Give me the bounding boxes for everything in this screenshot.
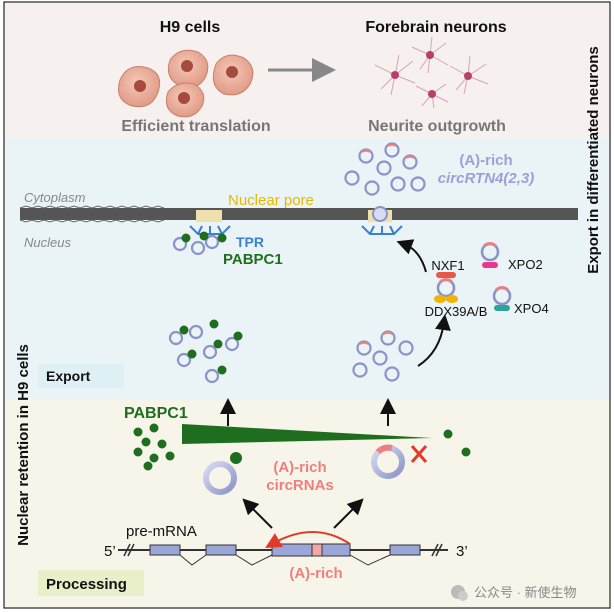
pabpc1-pore-label: PABPC1	[223, 251, 283, 268]
xpo2-label: XPO2	[508, 257, 543, 272]
xpo2-complex-circrna	[480, 242, 500, 268]
export-tag-bg	[38, 364, 124, 388]
h9-cells-title: H9 cells	[160, 19, 221, 36]
middle-panel	[5, 138, 609, 400]
nucleus-label: Nucleus	[24, 235, 71, 250]
neuron-1	[374, 54, 416, 96]
five-prime-label: 5’	[104, 543, 116, 560]
no-binding-cross-icon	[410, 445, 428, 463]
h9-cell-illustrations	[118, 49, 254, 118]
retained-circrna-cluster	[172, 231, 227, 256]
nuclear-envelope-texture	[19, 205, 165, 223]
arich-circrnas-line1: (A)-rich	[273, 459, 326, 476]
export-curve-up	[417, 314, 451, 367]
nxf1-label: NXF1	[431, 258, 464, 273]
h9-cell-1	[118, 66, 161, 108]
circrtn4-label-line1: (A)-rich	[459, 152, 512, 169]
right-side-label: Export in differentiated neurons	[585, 46, 602, 274]
processing-tag: Processing	[46, 576, 127, 593]
pabpc1-gradient-label: PABPC1	[124, 405, 188, 422]
circrtn4-label-line2: circRTN4(2,3)	[438, 170, 534, 187]
nuclear-envelope	[20, 208, 578, 220]
efficient-translation-caption: Efficient translation	[121, 118, 270, 135]
tpr-label: TPR	[236, 234, 264, 250]
forebrain-neurons-title: Forebrain neurons	[365, 19, 506, 36]
arich-circrna-cluster	[352, 330, 414, 382]
h9-cell-2	[167, 49, 209, 89]
premrna-label: pre-mRNA	[126, 523, 197, 540]
processing-tag-bg	[38, 570, 144, 596]
unbound-pabpc1-dot-2	[461, 447, 471, 457]
arich-circrna-no-pabpc1	[371, 444, 405, 479]
xpo4-label: XPO4	[514, 301, 549, 316]
free-pabpc1-dots	[133, 423, 175, 471]
nuclear-pore-right	[361, 206, 403, 235]
processing-arrow-left	[242, 498, 273, 529]
left-side-label: Nuclear retention in H9 cells	[15, 344, 32, 546]
export-curve-arrow	[396, 239, 427, 273]
circrna-with-pabpc1	[203, 452, 242, 495]
nuclear-pore-label: Nuclear pore	[228, 192, 314, 209]
unbound-pabpc1-dot-1	[443, 429, 453, 439]
watermark: 公众号 · 新使生物	[451, 585, 577, 601]
pabpc1-gradient-wedge	[182, 424, 432, 444]
h9-cell-3	[165, 82, 205, 118]
three-prime-label: 3’	[456, 543, 468, 560]
premrna-gene-model	[118, 543, 448, 566]
neuron-3	[449, 55, 489, 95]
backsplice-arc	[265, 531, 351, 548]
arich-exon-label: (A)-rich	[289, 565, 342, 582]
exported-circrna-cluster	[344, 142, 426, 196]
ddx39-complex-circrna	[434, 272, 458, 303]
h9-cell-4	[212, 54, 254, 96]
watermark-text: 公众号 · 新使生物	[474, 585, 577, 600]
processing-arrow-right	[333, 498, 364, 529]
neuron-2	[411, 36, 449, 74]
ddx39-label: DDX39A/B	[425, 304, 488, 319]
neuron-illustrations	[374, 36, 489, 109]
arich-circrnas-line2: circRNAs	[266, 477, 334, 494]
neuron-4	[415, 83, 449, 109]
nuclear-circrna-pabpc1-cluster	[168, 319, 243, 384]
xpo4-complex-circrna	[492, 286, 512, 311]
export-tag: Export	[46, 368, 91, 384]
neurite-outgrowth-caption: Neurite outgrowth	[368, 118, 506, 135]
nuclear-pore-left	[189, 210, 231, 235]
cytoplasm-label: Cytoplasm	[24, 190, 86, 205]
